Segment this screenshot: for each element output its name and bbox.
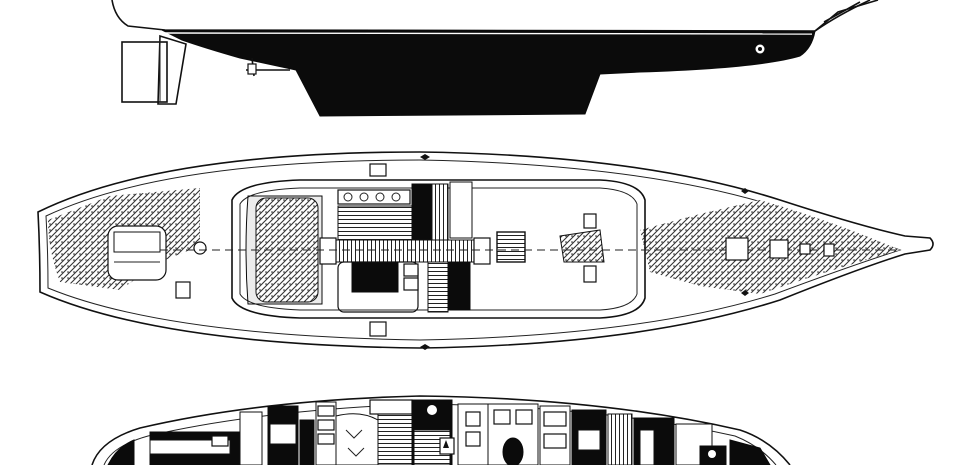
deck-outline [37,151,934,349]
instrument-panel [496,231,526,263]
interior-outline [91,395,791,465]
cockpit-table [351,261,399,293]
mainsheet-traveller [319,239,491,263]
profile-view [111,0,879,117]
hull-bottom [161,29,816,117]
deck-grating [337,205,413,241]
chain-locker [769,239,789,259]
vent-port [369,163,387,177]
deck-plan [37,151,934,350]
waterline-stripe [164,32,813,35]
vent-aft [175,281,191,299]
winch-aft [193,241,207,255]
skeg [157,34,187,105]
rudder [121,41,168,103]
forward-hatch [725,237,749,261]
winch-row [337,189,411,205]
hull-topsides [111,0,871,32]
mast-base [559,213,605,283]
accommodation-plan [91,395,791,465]
vent-starboard [369,321,387,337]
bow-stem [814,0,879,32]
cabin-house [231,179,646,319]
